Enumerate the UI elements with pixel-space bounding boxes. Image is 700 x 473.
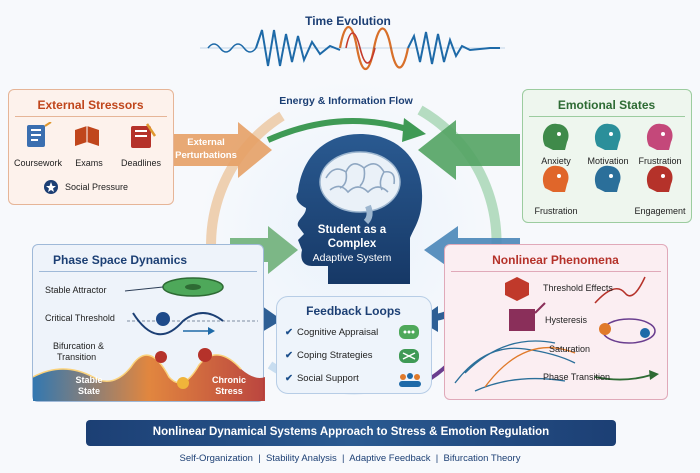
emotion-engagement: Engagement [634, 206, 686, 216]
neutral-face-icon [594, 165, 621, 192]
feedback-icons [399, 325, 421, 387]
footer-title: Nonlinear Dynamical Systems Approach to … [152, 426, 550, 438]
motivation-face-icon [594, 123, 621, 150]
phase-space-title: Phase Space Dynamics [53, 253, 188, 267]
emotion-faces [542, 123, 673, 192]
threshold-curve [594, 276, 646, 304]
time-evolution-label: Time Evolution [305, 14, 391, 28]
deadlines-icon [131, 123, 157, 148]
nonlinear-panel: Nonlinear Phenomena Threshold Effects Hy… [444, 244, 668, 400]
perturbation-arrow [170, 122, 272, 178]
label-stable-attractor: Stable Attractor [45, 285, 107, 295]
label-chronic-stress-1: Chronic [211, 375, 247, 385]
bifurcation-landscape [33, 354, 265, 401]
stressor-deadlines: Deadlines [120, 158, 162, 168]
feedback-item-cognitive: ✔Cognitive Appraisal [285, 327, 379, 338]
center-title-line1: Student as a [317, 224, 387, 236]
stable-ball [177, 377, 189, 389]
label-stable-state-1: Stable [75, 375, 103, 385]
nonlinear-graphics [454, 276, 659, 392]
threshold-cube-icon [505, 277, 529, 301]
nonlinear-phase-transition: Phase Transition [543, 372, 611, 382]
stressor-coursework: Coursework [13, 158, 63, 168]
phase-space-landscape [33, 277, 265, 401]
external-stressors-panel: External Stressors Coursework Exams Dead… [8, 89, 174, 205]
emotion-arrow [418, 120, 520, 180]
exams-icon [75, 126, 99, 146]
divider [451, 271, 661, 272]
phase-space-panel: Phase Space Dynamics Stable Attractor Cr… [32, 244, 265, 402]
emotion-frustration: Frustration [638, 156, 682, 166]
external-perturbations-line2: Perturbations [175, 150, 237, 161]
emotion-anxiety: Anxiety [541, 156, 571, 166]
label-stable-state-2: State [77, 386, 101, 396]
emotional-states-panel: Emotional States Anxiety Motivation Frus… [522, 89, 692, 223]
label-critical-threshold: Critical Threshold [45, 313, 115, 323]
bifurcation-ball-1 [155, 351, 167, 363]
people-icon [399, 373, 421, 387]
frustration-face-icon [646, 123, 673, 150]
feedback-loops-title: Feedback Loops [306, 304, 401, 318]
emotion-frustration-2: Frustration [534, 206, 578, 216]
energy-flow-label: Energy & Information Flow [279, 95, 413, 107]
center-title-line3: Adaptive System [312, 252, 392, 264]
time-wave [200, 25, 505, 71]
anxiety-face-icon [542, 123, 569, 150]
nonlinear-title: Nonlinear Phenomena [492, 253, 619, 267]
label-bifurcation: Bifurcation & [53, 341, 105, 351]
state-ball [156, 312, 170, 326]
divider [529, 116, 685, 117]
coursework-icon [27, 122, 52, 147]
footer-subtitle: Self-Organization | Stability Analysis |… [179, 453, 521, 464]
phase-transition-arrow [594, 374, 652, 381]
nonlinear-threshold-effects: Threshold Effects [543, 283, 613, 293]
student-head-illustration [296, 134, 423, 284]
chat-bubble-icon [399, 325, 419, 339]
energy-flow-arrow [266, 118, 411, 143]
label-chronic-stress-2: Stress [215, 386, 243, 396]
feedback-item-coping: ✔Coping Strategies [285, 350, 373, 361]
external-perturbations-line1: External [187, 137, 225, 148]
stressor-social-pressure: Social Pressure [65, 182, 129, 192]
engagement-face-icon [646, 165, 673, 192]
hysteresis-box-icon [509, 309, 535, 331]
feedback-item-social: ✔Social Support [285, 373, 359, 384]
divider [39, 271, 257, 272]
frustration-face-icon-2 [542, 165, 569, 192]
divider [15, 116, 167, 117]
social-pressure-icon [44, 180, 58, 194]
feedback-loops-panel: Feedback Loops ✔Cognitive Appraisal ✔Cop… [276, 296, 432, 394]
center-title-line2: Complex [327, 238, 377, 250]
emotion-motivation: Motivation [587, 156, 629, 166]
emotional-states-title: Emotional States [557, 98, 656, 112]
stressor-icons [27, 122, 157, 148]
external-stressors-title: External Stressors [37, 98, 144, 112]
saturation-curves [454, 340, 576, 392]
footer-banner [86, 420, 616, 446]
potential-well [132, 312, 224, 336]
label-transition: Transition [57, 352, 97, 362]
nonlinear-saturation: Saturation [549, 344, 591, 354]
shuffle-icon [399, 349, 419, 363]
brain-icon [319, 151, 401, 225]
stressor-exams: Exams [75, 158, 103, 168]
bifurcation-ball-2 [198, 348, 212, 362]
nonlinear-hysteresis: Hysteresis [545, 315, 588, 325]
